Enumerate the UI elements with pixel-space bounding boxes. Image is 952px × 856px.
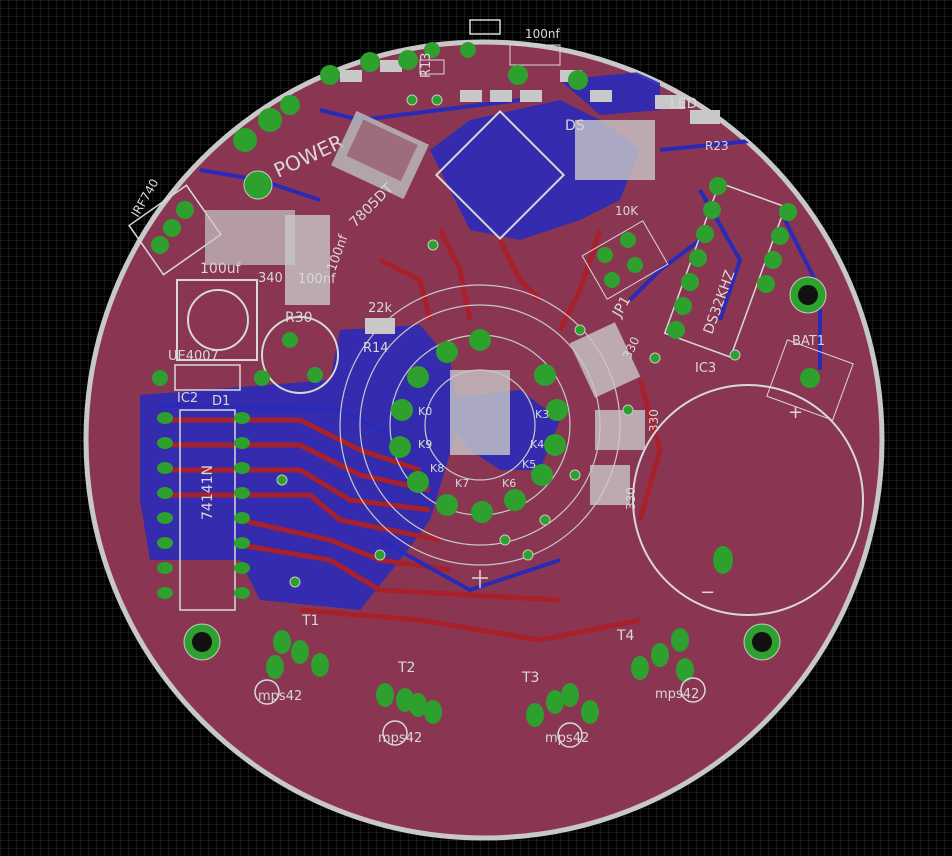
label-ds: DS	[565, 118, 585, 134]
label-r13: R13	[419, 52, 434, 78]
label-ue4007: UE4007	[168, 349, 219, 364]
component-mounting-hole-bottom-right	[743, 623, 781, 661]
component-transistor-t3[interactable]: T3 mps42	[521, 670, 599, 748]
component-mounting-hole-right	[789, 276, 827, 314]
label-bat-minus: −	[700, 582, 715, 603]
label-100nf-mid: 100nf	[298, 272, 336, 287]
label-22k: 22k	[368, 301, 393, 316]
top-copper-traces	[160, 228, 663, 643]
component-c100nf-mid[interactable]: 100nf R30	[285, 215, 336, 326]
label-k8: K8	[430, 462, 444, 475]
component-ds-chip[interactable]: DS 10K	[434, 109, 655, 241]
component-c100nf-top[interactable]: 100nf	[509, 27, 561, 66]
component-battery[interactable]: BAT1 + −	[632, 334, 864, 616]
component-74141n[interactable]: 74141N	[157, 409, 250, 611]
label-bat-plus: +	[788, 402, 803, 423]
label-ic2: IC2	[177, 391, 198, 406]
label-10k: 10K	[615, 204, 639, 218]
label-mps42-1: mps42	[258, 689, 302, 704]
board-top-tab	[469, 19, 501, 588]
label-k0: K0	[418, 405, 432, 418]
component-mounting-hole-left	[183, 623, 221, 661]
label-330-b: 330	[647, 409, 661, 432]
label-led: LED	[670, 96, 697, 112]
label-100nf-top: 100nf	[525, 27, 561, 41]
label-k6: K6	[502, 477, 516, 490]
label-k5: K5	[522, 458, 536, 471]
component-smd-cluster-top	[320, 50, 612, 102]
component-nixie-socket[interactable]: K0 K9 K8 K7 K6 K5 K4 K3	[389, 329, 568, 523]
label-d1: D1	[212, 394, 230, 409]
component-r14[interactable]: 22k R14	[363, 301, 395, 356]
component-r13[interactable]: R13	[419, 42, 476, 78]
label-k4: K4	[530, 438, 544, 451]
label-mps42-4: mps42	[655, 687, 699, 702]
component-led-r23[interactable]: LED R23	[655, 95, 729, 153]
label-t3: T3	[521, 670, 539, 686]
label-t2: T2	[397, 660, 415, 676]
label-k7: K7	[455, 477, 469, 490]
component-r340[interactable]: 340	[205, 210, 295, 286]
label-k3: K3	[535, 408, 549, 421]
component-transistor-t4[interactable]: T4 mps42	[616, 628, 706, 703]
component-transistor-t2[interactable]: T2 mps42	[376, 660, 442, 746]
label-74141n: 74141N	[200, 465, 216, 520]
74141n-pads	[157, 412, 250, 599]
vias	[276, 94, 741, 588]
label-t1: T1	[301, 613, 319, 629]
label-bat1: BAT1	[792, 334, 825, 349]
label-r23: R23	[705, 139, 729, 153]
label-mps42-2: mps42	[378, 731, 422, 746]
component-ue4007[interactable]: UE4007 IC2 D1	[152, 349, 270, 409]
component-cap-round[interactable]	[261, 316, 339, 394]
label-340: 340	[258, 271, 283, 286]
label-ic3: IC3	[695, 361, 716, 376]
label-mps42-3: mps42	[545, 731, 589, 746]
label-t4: T4	[616, 628, 635, 644]
label-k9: K9	[418, 438, 432, 451]
component-transistor-t1[interactable]: T1 mps42	[254, 613, 329, 705]
label-r14: R14	[363, 341, 389, 356]
label-330-c: 330	[624, 487, 638, 510]
component-resistor-array-right[interactable]: 330 330 330	[569, 322, 661, 510]
